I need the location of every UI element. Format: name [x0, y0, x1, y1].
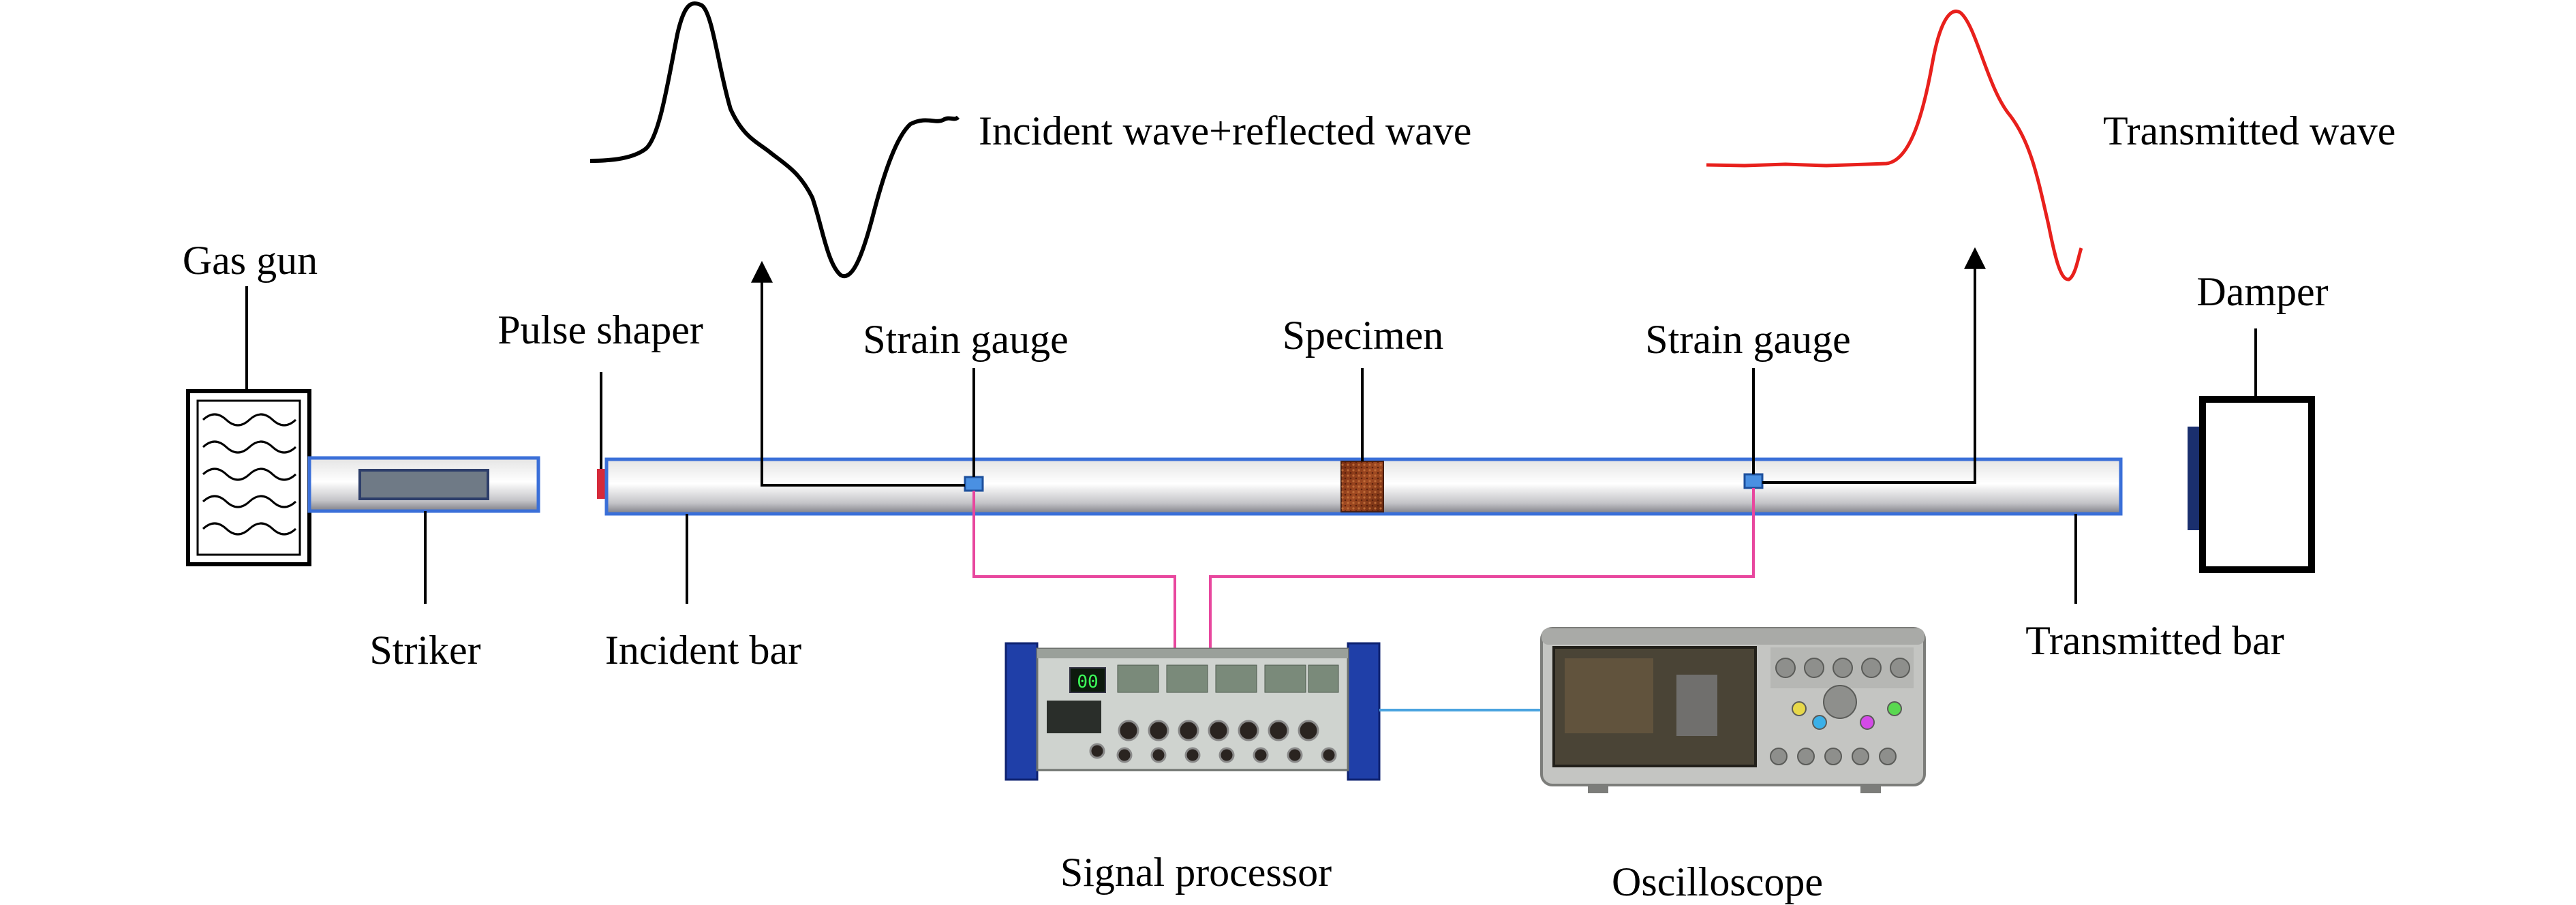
- gas-gun: [186, 389, 311, 566]
- transmitted-wave-curve: [1706, 10, 2083, 281]
- processor-channel-panel: [1117, 664, 1339, 693]
- incident-reflected-wave-label: Incident wave+reflected wave: [979, 108, 1471, 153]
- gas-wave-icon: [202, 413, 297, 536]
- striker: [358, 469, 489, 500]
- strain-gauge-transmitted: [1743, 473, 1764, 489]
- strain-gauge-incident-label: Strain gauge: [863, 317, 1069, 362]
- signal-processor: 00: [1005, 642, 1381, 781]
- damper: [2188, 396, 2315, 573]
- pulse-shaper: [597, 469, 607, 499]
- oscilloscope-label: Oscilloscope: [1612, 859, 1823, 904]
- incident-gauge-wire: [972, 491, 1176, 651]
- strain-gauge-incident: [964, 476, 984, 492]
- oscilloscope-knobs: [1770, 658, 1910, 765]
- leader-lines: [245, 286, 2257, 604]
- incident-signal-arrow: [751, 260, 965, 487]
- processor-display: [1069, 667, 1106, 693]
- processor-connectors: [1089, 720, 1337, 763]
- incident-reflected-wave-curve: [589, 1, 960, 279]
- transmitted-bar-label: Transmitted bar: [2025, 618, 2284, 663]
- processor-display-value: 00: [1077, 672, 1098, 692]
- incident-bar-label: Incident bar: [605, 628, 801, 673]
- gas-gun-label: Gas gun: [183, 238, 318, 283]
- damper-label: Damper: [2196, 269, 2328, 314]
- oscilloscope: [1540, 627, 1926, 793]
- transmitted-wave-label: Transmitted wave: [2103, 108, 2395, 153]
- strain-gauge-transmitted-label: Strain gauge: [1645, 317, 1851, 362]
- transmitted-gauge-wire: [1209, 488, 1755, 651]
- specimen-label: Specimen: [1283, 313, 1444, 358]
- pulse-shaper-label: Pulse shaper: [497, 307, 703, 352]
- signal-processor-label: Signal processor: [1060, 850, 1332, 895]
- specimen: [1340, 461, 1384, 512]
- transmitted-signal-arrow: [1762, 247, 1986, 484]
- striker-label: Striker: [369, 628, 480, 673]
